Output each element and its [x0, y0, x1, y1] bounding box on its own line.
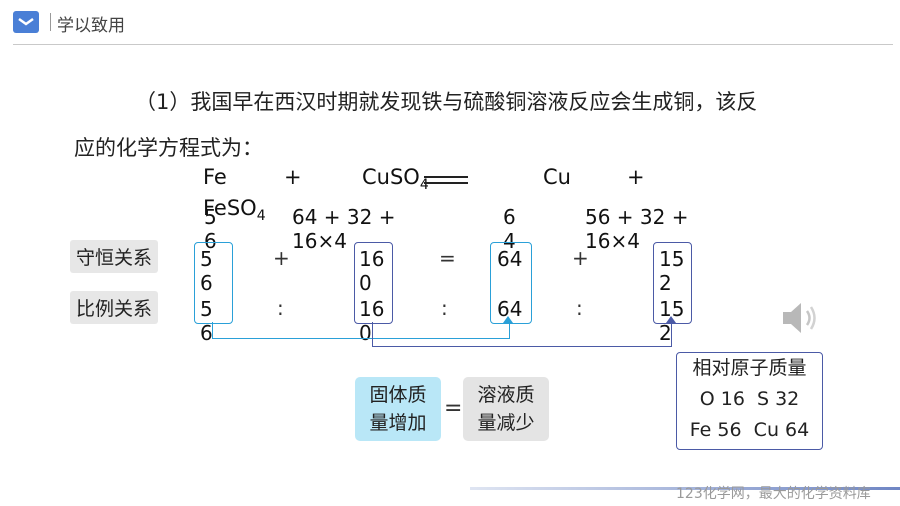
conservation-value-cu: 64 — [497, 247, 523, 271]
conservation-value-feso4: 15 2 — [659, 247, 685, 295]
header-bar — [0, 0, 900, 44]
watermark: 123化学网，最大的化学资料库 — [676, 486, 871, 502]
header-divider — [13, 44, 893, 45]
formula-feso4: FeSO4 — [203, 196, 266, 225]
arrow-up-icon — [503, 316, 513, 323]
conservation-op-3: + — [572, 246, 589, 270]
conservation-op-2: = — [439, 246, 456, 270]
speaker-icon[interactable] — [779, 296, 823, 340]
section-title: 学以致用 — [57, 16, 125, 36]
ratio-value-cuso4: 16 0 — [359, 297, 385, 345]
book-logo-icon — [13, 11, 39, 33]
ratio-value-fe: 5 6 — [200, 297, 213, 345]
box-cu — [490, 242, 532, 324]
formula-fe: Fe — [203, 165, 227, 189]
mass-cu: 6 4 — [503, 205, 516, 253]
formula-cuso4: CuSO4 — [362, 165, 429, 194]
atomic-mass-row-1: O 16 S 32 — [699, 388, 800, 410]
atomic-mass-box: 相对原子质量 O 16 S 32 Fe 56 Cu 64 — [676, 352, 823, 450]
mass-feso4: 56 + 32 + 16×4 — [585, 205, 689, 253]
conservation-label: 守恒关系 — [70, 240, 159, 273]
ratio-op-3: : — [576, 296, 583, 320]
ratio-op-2: : — [441, 296, 448, 320]
solid-mass-increase: 固体质 量增加 — [355, 377, 441, 441]
question-line-2: 应的化学方程式为： — [74, 136, 263, 160]
ratio-label: 比例关系 — [70, 291, 159, 324]
footer-line — [470, 487, 900, 490]
box-cuso4 — [354, 242, 393, 324]
connector-cuso4-feso4 — [372, 322, 672, 347]
conservation-value-cuso4: 16 0 — [359, 247, 385, 295]
box-fe — [194, 242, 233, 324]
ratio-op-1: : — [277, 296, 284, 320]
connector-fe-cu — [212, 322, 510, 339]
equals-bar-top — [424, 176, 468, 178]
equals-bar-bottom — [424, 182, 468, 184]
mass-cuso4: 64 + 32 + 16×4 — [292, 205, 396, 253]
question-line-1: （1）我国早在西汉时期就发现铁与硫酸铜溶液反应会生成铜，该反 — [135, 90, 758, 114]
header-separator — [50, 13, 51, 31]
plus-sign-1: + — [284, 165, 302, 189]
box-feso4 — [653, 242, 692, 324]
formula-cu: Cu — [543, 165, 571, 189]
solution-mass-decrease: 溶液质 量减少 — [463, 377, 549, 441]
mass-fe: 5 6 — [204, 205, 217, 253]
conservation-value-fe: 5 6 — [200, 247, 213, 295]
atomic-mass-title: 相对原子质量 — [692, 357, 807, 379]
plus-sign-2: + — [627, 165, 645, 189]
conservation-op-1: + — [273, 246, 290, 270]
result-equals: = — [444, 396, 463, 421]
atomic-mass-row-2: Fe 56 Cu 64 — [689, 419, 810, 441]
arrow-up-icon — [666, 316, 676, 323]
